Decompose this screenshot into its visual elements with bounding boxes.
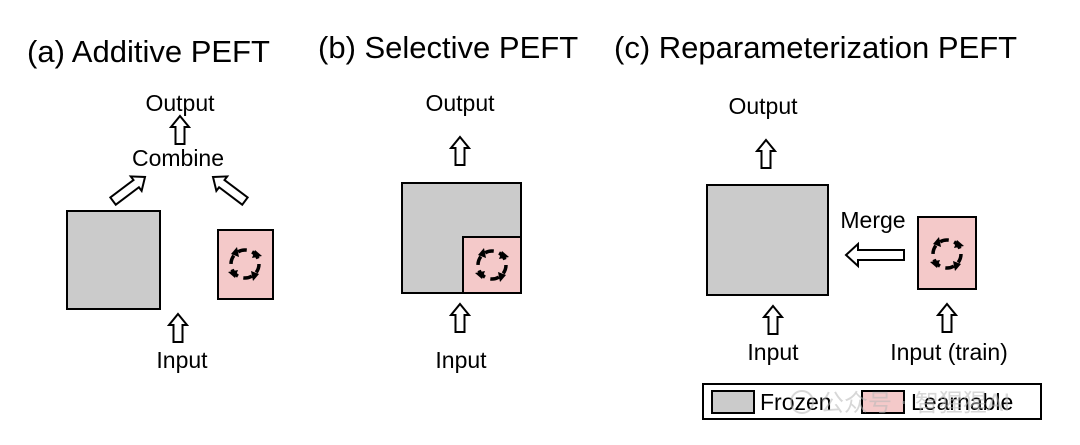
merge-arrow-icon	[844, 241, 905, 269]
learnable-subblock	[462, 236, 522, 294]
panel-c-input-label: Input	[747, 339, 799, 365]
watermark-logo-icon	[790, 390, 814, 414]
diagonal-arrow-icon	[211, 175, 250, 207]
legend-learnable-label: Learnable	[911, 389, 1013, 415]
learnable-block	[217, 229, 274, 300]
legend-learnable-swatch	[861, 390, 905, 414]
up-arrow-icon	[763, 305, 783, 335]
diagonal-arrow-icon	[108, 175, 147, 207]
learnable-block	[917, 216, 977, 290]
panel-selective: (b) Selective PEFT Output Input	[318, 30, 578, 373]
up-arrow-icon	[450, 303, 470, 333]
up-arrow-icon	[168, 313, 188, 343]
panel-c-input-train-label: Input (train)	[890, 339, 1008, 365]
frozen-block	[66, 210, 161, 310]
panel-c-title: (c) Reparameterization PEFT	[614, 30, 1017, 65]
panel-b-input-label: Input	[435, 347, 487, 373]
up-arrow-icon	[450, 136, 470, 166]
panel-a-title: (a) Additive PEFT	[27, 34, 270, 69]
watermark-text: 公众号 · 智猩猩AI	[820, 389, 1010, 417]
panel-c-output-label: Output	[728, 93, 798, 119]
panel-b-output-label: Output	[425, 90, 495, 116]
panel-a-combine-label: Combine	[132, 145, 224, 171]
panel-a-input-label: Input	[156, 347, 208, 373]
frozen-block	[706, 184, 829, 296]
watermark: 公众号 · 智猩猩AI	[790, 389, 1010, 417]
panel-additive: (a) Additive PEFT Output Combine Input	[27, 34, 274, 373]
up-arrow-icon	[937, 303, 957, 333]
panel-b-title: (b) Selective PEFT	[318, 30, 578, 65]
legend-frozen-swatch	[711, 390, 755, 414]
panel-reparameterization: (c) Reparameterization PEFT Output Merge…	[614, 30, 1017, 365]
panel-a-output-label: Output	[145, 90, 215, 116]
up-arrow-icon	[756, 139, 776, 169]
up-arrow-icon	[170, 115, 190, 145]
panel-c-merge-label: Merge	[840, 207, 905, 233]
